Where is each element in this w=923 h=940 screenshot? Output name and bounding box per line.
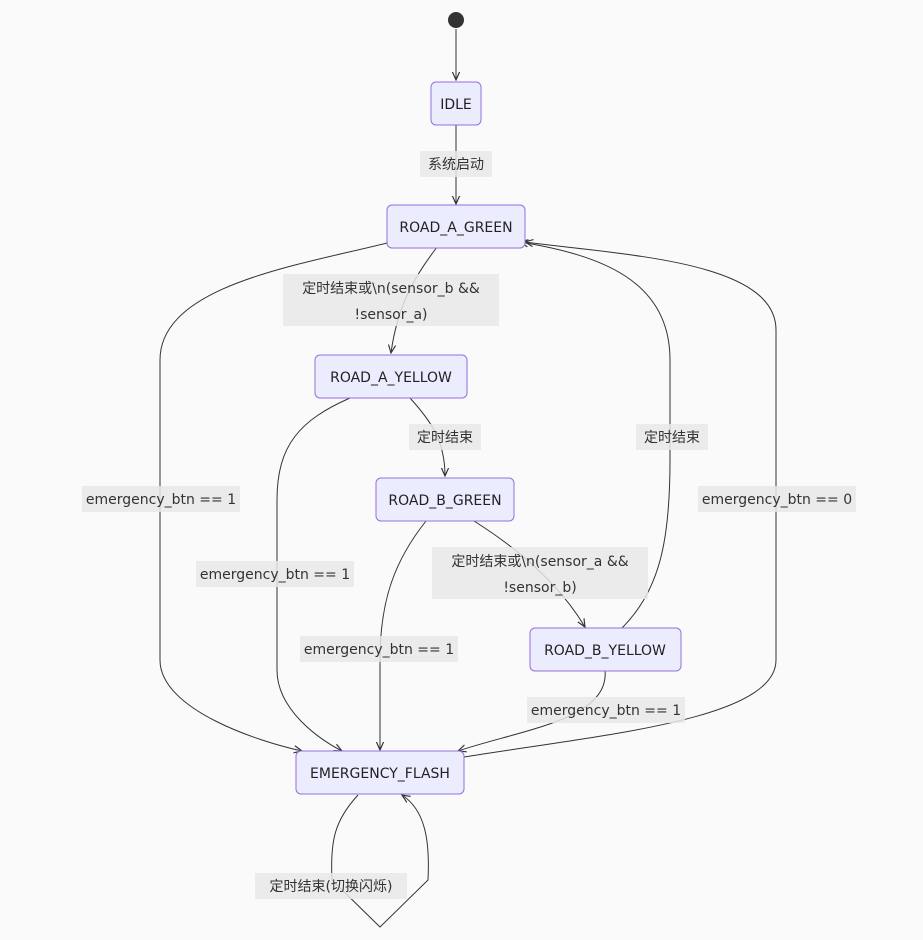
label-road-b-green-to-emergency: emergency_btn == 1 [300, 636, 458, 662]
state-road-b-green[interactable]: ROAD_B_GREEN [375, 477, 515, 522]
svg-text:定时结束(切换闪烁): 定时结束(切换闪烁) [270, 878, 393, 895]
label-road-a-yellow-to-road-b-green: 定时结束 [409, 424, 481, 450]
state-road-a-yellow[interactable]: ROAD_A_YELLOW [314, 354, 468, 399]
svg-text:定时结束或\n(sensor_a &&: 定时结束或\n(sensor_a && [451, 554, 628, 570]
svg-text:emergency_btn == 1: emergency_btn == 1 [86, 492, 236, 508]
edge-emergency-to-road-a-green [463, 242, 777, 758]
label-road-a-yellow-to-emergency: emergency_btn == 1 [196, 561, 354, 587]
edge-road-a-yellow-to-emergency [276, 397, 351, 751]
label-idle-to-road-a-green: 系统启动 [420, 151, 492, 177]
state-idle[interactable]: IDLE [430, 81, 482, 126]
state-road-a-green-label: ROAD_A_GREEN [399, 220, 512, 236]
label-road-b-yellow-to-emergency: emergency_btn == 1 [527, 697, 685, 723]
edge-emergency-self-loop [331, 795, 429, 928]
state-road-a-yellow-label: ROAD_A_YELLOW [330, 370, 452, 386]
svg-text:emergency_btn == 1: emergency_btn == 1 [531, 703, 681, 719]
state-road-b-yellow[interactable]: ROAD_B_YELLOW [529, 627, 682, 672]
svg-text:系统启动: 系统启动 [428, 157, 484, 173]
label-emergency-to-road-a-green: emergency_btn == 0 [698, 486, 856, 512]
svg-text:emergency_btn == 1: emergency_btn == 1 [200, 567, 350, 583]
edge-road-b-yellow-to-road-a-green [520, 242, 671, 629]
svg-text:定时结束或\n(sensor_b &&: 定时结束或\n(sensor_b && [302, 281, 480, 297]
svg-text:!sensor_a): !sensor_a) [354, 307, 427, 323]
state-road-a-green[interactable]: ROAD_A_GREEN [386, 204, 526, 249]
state-emergency-flash[interactable]: EMERGENCY_FLASH [295, 750, 465, 795]
svg-text:定时结束: 定时结束 [417, 430, 473, 446]
state-idle-label: IDLE [440, 97, 472, 113]
start-marker [448, 12, 464, 28]
label-emergency-self-loop: 定时结束(切换闪烁) [255, 873, 407, 899]
edge-road-b-green-to-emergency [380, 520, 427, 750]
label-road-b-yellow-to-road-a-green: 定时结束 [636, 424, 708, 450]
edge-road-a-green-to-emergency [159, 242, 388, 751]
state-emergency-flash-label: EMERGENCY_FLASH [310, 766, 450, 782]
label-road-a-green-to-emergency: emergency_btn == 1 [82, 486, 240, 512]
edge-labels: 系统启动 定时结束或\n(sensor_b && !sensor_a) 定时结束… [82, 151, 856, 899]
svg-text:定时结束: 定时结束 [644, 430, 700, 446]
svg-text:!sensor_b): !sensor_b) [503, 580, 576, 596]
state-road-b-yellow-label: ROAD_B_YELLOW [544, 643, 666, 659]
label-road-a-green-to-road-a-yellow: 定时结束或\n(sensor_b && !sensor_a) [283, 274, 499, 326]
states: IDLE ROAD_A_GREEN ROAD_A_YELLOW ROAD_B_G… [295, 81, 682, 795]
label-road-b-green-to-road-b-yellow: 定时结束或\n(sensor_a && !sensor_b) [432, 547, 648, 599]
svg-text:emergency_btn == 0: emergency_btn == 0 [702, 492, 852, 508]
state-road-b-green-label: ROAD_B_GREEN [388, 493, 501, 509]
svg-text:emergency_btn == 1: emergency_btn == 1 [304, 642, 454, 658]
